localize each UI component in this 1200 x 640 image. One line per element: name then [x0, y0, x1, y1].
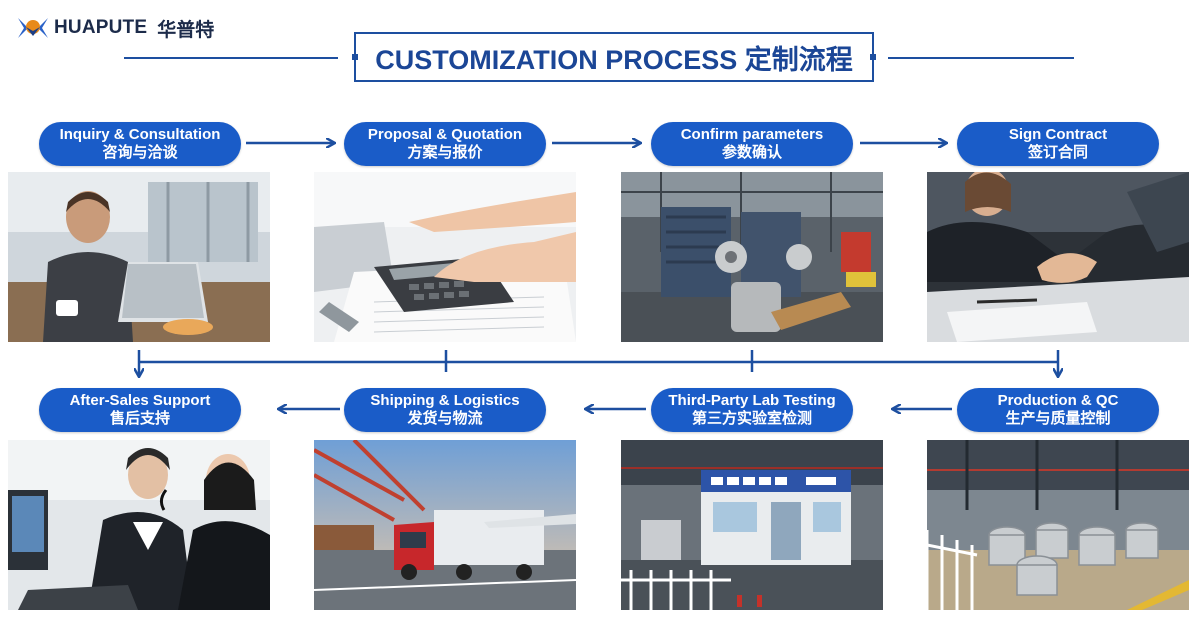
step-label-cn: 参数确认 [721, 144, 782, 161]
step-label-cn: 咨询与洽谈 [102, 144, 178, 161]
step-label-cn: 方案与报价 [407, 144, 483, 161]
brand-name-cn: 华普特 [157, 19, 215, 41]
step-label-en: Sign Contract [1008, 126, 1108, 143]
brand-name: HUAPUTE [54, 17, 148, 38]
title-rule-left [124, 57, 338, 59]
photo-factory-machines [621, 172, 883, 342]
photo-calculator-hands [314, 172, 576, 342]
step-label-en: After-Sales Support [69, 392, 211, 409]
step-label-cn: 签订合同 [1027, 144, 1088, 161]
brand-logo: HUAPUTE 华普特 [16, 14, 214, 42]
title-dot-right [870, 54, 876, 60]
step-label-en: Proposal & Quotation [367, 126, 523, 143]
step-label-en: Confirm parameters [680, 126, 824, 143]
photo-truck-port [314, 440, 576, 610]
photo-production-floor [927, 440, 1189, 610]
title-rule-right [888, 57, 1074, 59]
step-shipping: Shipping & Logistics 发货与物流 [344, 388, 546, 432]
step-inquiry: Inquiry & Consultation 咨询与洽谈 [39, 122, 241, 166]
step-lab-testing: Third-Party Lab Testing 第三方实验室检测 [651, 388, 853, 432]
step-proposal: Proposal & Quotation 方案与报价 [344, 122, 546, 166]
photo-handshake [927, 172, 1189, 342]
brand-emblem-icon [18, 18, 48, 38]
step-label-en: Shipping & Logistics [370, 392, 520, 409]
title-dot-left [352, 54, 358, 60]
step-production: Production & QC 生产与质量控制 [957, 388, 1159, 432]
photo-lab-booth [621, 440, 883, 610]
step-label-cn: 第三方实验室检测 [691, 410, 812, 427]
step-confirm: Confirm parameters 参数确认 [651, 122, 853, 166]
step-label-en: Production & QC [997, 392, 1119, 409]
step-label-cn: 售后支持 [109, 410, 170, 427]
photo-office-laptop-man [8, 172, 270, 342]
step-label-cn: 发货与物流 [407, 410, 483, 427]
page-title: CUSTOMIZATION PROCESS 定制流程 [375, 44, 853, 75]
title-frame: CUSTOMIZATION PROCESS 定制流程 [352, 32, 876, 82]
step-after-sales: After-Sales Support 售后支持 [39, 388, 241, 432]
step-contract: Sign Contract 签订合同 [957, 122, 1159, 166]
step-label-en: Inquiry & Consultation [59, 126, 221, 143]
step-label-en: Third-Party Lab Testing [668, 392, 836, 409]
photo-call-center [8, 440, 270, 610]
step-label-cn: 生产与质量控制 [1005, 410, 1111, 427]
